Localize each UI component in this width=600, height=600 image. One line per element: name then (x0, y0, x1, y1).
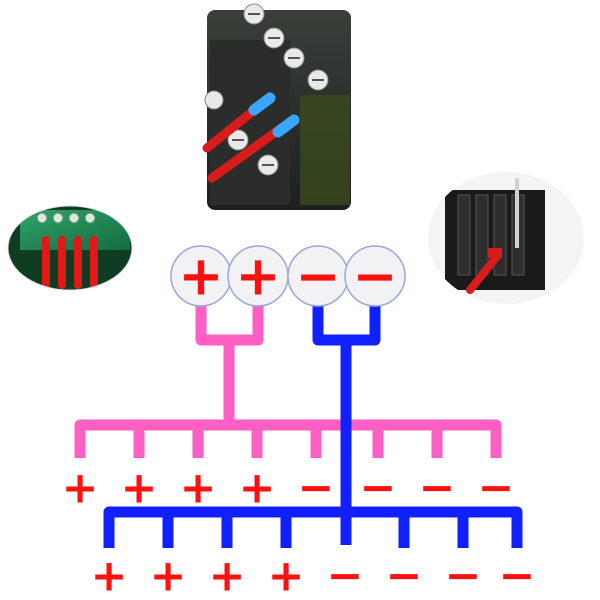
lower-output-label: − (386, 551, 423, 600)
green-terminal-red-wires-photo (7, 205, 133, 291)
lower-output-label: + (150, 551, 187, 600)
lower-output-label: + (209, 551, 246, 600)
upper-output-label: + (180, 463, 217, 514)
upper-output-labels: + + + + − − − − (62, 463, 515, 514)
lower-output-label: + (91, 551, 128, 600)
lower-output-label: − (327, 551, 364, 600)
lower-output-labels: + + + + − − − − (91, 551, 536, 600)
top-terminal-label: + (235, 245, 280, 308)
upper-output-label: + (121, 463, 158, 514)
black-terminal-probe-photo (428, 172, 584, 304)
negative-input-bridge (312, 306, 381, 346)
upper-output-label: − (360, 463, 397, 514)
top-terminal-label: − (352, 245, 397, 308)
upper-output-label: + (62, 463, 99, 514)
upper-output-label: + (239, 463, 276, 514)
bus-wiring (74, 306, 523, 548)
top-terminal-label: − (295, 245, 340, 308)
lower-output-label: + (268, 551, 305, 600)
lower-output-label: − (499, 551, 536, 600)
top-terminal-label: + (178, 245, 223, 308)
upper-output-label: − (419, 463, 456, 514)
upper-output-label: − (298, 463, 335, 514)
terminal-block-closeup-photo (202, 3, 351, 210)
top-terminal-circle (344, 245, 406, 307)
negative-distribution-bar (103, 506, 523, 548)
top-terminals: + + − − (170, 245, 406, 308)
upper-output-label: − (478, 463, 515, 514)
positive-input-bridge (195, 306, 264, 346)
lower-output-label: − (445, 551, 482, 600)
positive-distribution-bar (74, 419, 502, 458)
